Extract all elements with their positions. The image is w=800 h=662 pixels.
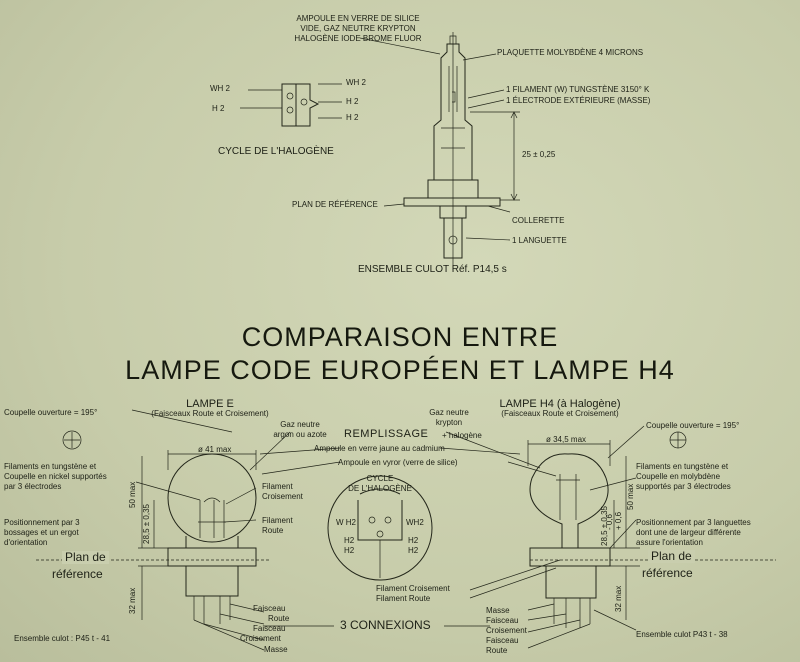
lamp-e-filaments-2: Coupelle en nickel supportés (4, 472, 107, 481)
lamp-h4-dim-06: + 0,6 (614, 511, 623, 530)
h2-right-label-b: H 2 (346, 113, 359, 122)
lamp-e-faisceau-1: Faisceau (253, 604, 286, 613)
filament-label: 1 FILAMENT (W) TUNGSTÈNE 3150° K (506, 85, 650, 94)
lamp-e-filament-route-2: Route (262, 526, 284, 535)
lamp-h4-filaments-2: Coupelle en molybdène (636, 472, 721, 481)
ampoule-jaune-label: Ampoule en verre jaune au cadmium (314, 444, 445, 453)
lamp-h4-masse: Masse (486, 606, 510, 615)
center-filament-croisement: Filament Croisement (376, 584, 450, 593)
lamp-h4-diameter: ø 34,5 max (546, 435, 587, 444)
lamp-h4-faisceau-3: Faisceau (486, 636, 519, 645)
heading-line-1: COMPARAISON ENTRE (241, 322, 559, 352)
lamp-h4-dim-50: 50 max (626, 483, 635, 510)
lamp-h4-culot: Ensemble culot P43 t - 38 (636, 630, 728, 639)
lamp-h4-faisceau-4: Route (486, 646, 508, 655)
wh2-left-label: WH 2 (210, 84, 230, 93)
ampoule-label-1: AMPOULE EN VERRE DE SILICE (296, 14, 420, 23)
lamp-h4-dim-06b: - 0,6 (605, 513, 614, 530)
cycle-title: CYCLE DE L'HALOGÈNE (218, 146, 334, 157)
languette-label: 1 LANGUETTE (512, 236, 567, 245)
remplissage-label: REMPLISSAGE (344, 428, 429, 440)
gaz-neutre-left-1: Gaz neutre (280, 420, 320, 429)
lamp-h4-coupelle: Coupelle ouverture = 195° (646, 421, 740, 430)
cycle-h2-b: H2 (344, 546, 355, 555)
top-bulb-figure (359, 32, 520, 270)
wh2-right-label: WH 2 (346, 78, 366, 87)
center-filament-route: Filament Route (376, 594, 431, 603)
lamp-e-masse: Masse (264, 645, 288, 654)
lamp-h4-faisceau-1: Faisceau (486, 616, 519, 625)
lamp-e-plan-1: Plan de (62, 551, 109, 564)
lamp-e-filaments-1: Filaments en tungstène et (4, 462, 97, 471)
lamp-e-faisceau-3: Faisceau (253, 624, 286, 633)
lamp-e-filament-croisement-1: Filament (262, 482, 293, 491)
connexions-label: 3 CONNEXIONS (340, 618, 431, 632)
lamp-e-subtitle: (Faisceaux Route et Croisement) (151, 409, 269, 418)
lamp-e-filament-route-1: Filament (262, 516, 293, 525)
plan-reference-label: PLAN DE RÉFÉRENCE (292, 200, 378, 209)
ampoule-label-2: VIDE, GAZ NEUTRE KRYPTON (300, 24, 416, 33)
ampoule-vycor-label: Ampoule en vyror (verre de silice) (338, 458, 458, 467)
collerette-label: COLLERETTE (512, 216, 565, 225)
lamp-e-diameter: ø 41 max (198, 445, 232, 454)
lamp-e-positionnement-1: Positionnement par 3 (4, 518, 80, 527)
plaquette-label: PLAQUETTE MOLYBDÈNE 4 MICRONS (497, 48, 644, 57)
lamp-h4-plan-1: Plan de (648, 550, 695, 563)
lamp-h4-faisceau-2: Croisement (486, 626, 527, 635)
lamp-h4-subtitle: (Faisceaux Route et Croisement) (501, 409, 619, 418)
cycle-h2-d: H2 (408, 546, 419, 555)
lamp-e-dim-28: 28,5 ± 0,35 (142, 504, 151, 544)
lamp-h4-dim-32: 32 max (614, 585, 623, 612)
electrode-label: 1 ÉLECTRODE EXTÉRIEURE (MASSE) (506, 96, 651, 105)
cycle-h2-a: H2 (344, 536, 355, 545)
cycle-title-2: DE L'HALOGÈNE (348, 484, 412, 493)
lamp-e-faisceau-2: Route (268, 614, 290, 623)
lamp-e-faisceau-4: Croisement (240, 634, 281, 643)
lamp-e-positionnement-2: bossages et un ergot (4, 528, 79, 537)
lamp-h4-title: LAMPE H4 (à Halogène) (499, 398, 621, 410)
lamp-e-culot: Ensemble culot : P45 t - 41 (14, 634, 111, 643)
lamp-e-plan-2: référence (52, 567, 103, 581)
lamp-e-title: LAMPE E (186, 398, 234, 410)
halogene-label: + halogène (442, 431, 482, 440)
cycle-title-1: CYCLE (366, 474, 394, 483)
lamp-h4-positionnement-2: dont une de largeur différente (636, 528, 741, 537)
dimension-25-label: 25 ± 0,25 (522, 150, 556, 159)
lamp-e-dim-32: 32 max (128, 587, 137, 614)
h2-left-label: H 2 (212, 104, 225, 113)
center-cycle-figure (249, 431, 561, 627)
gaz-neutre-right-1: Gaz neutre (429, 408, 469, 417)
lamp-h4-plan-2: référence (642, 566, 693, 580)
gaz-neutre-left-2: argon ou azote (273, 430, 327, 439)
lamp-h4-positionnement-1: Positionnement par 3 languettes (636, 518, 751, 527)
cycle-wh2: WH2 (406, 518, 424, 527)
lamp-h4-filaments-1: Filaments en tungstène et (636, 462, 729, 471)
lamp-e-filament-croisement-2: Croisement (262, 492, 303, 501)
lamp-e-dim-50: 50 max (128, 481, 137, 508)
top-cycle-figure (240, 83, 342, 127)
ampoule-label-3: HALOGÈNE IODE BROME FLUOR (294, 34, 422, 43)
lamp-h4-positionnement-3: assure l'orientation (636, 538, 703, 547)
culot-label: ENSEMBLE CULOT Réf. P14,5 s (358, 264, 507, 275)
lamp-e-filaments-3: par 3 électrodes (4, 482, 62, 491)
gaz-neutre-right-2: krypton (435, 418, 463, 427)
lamp-e-coupelle: Coupelle ouverture = 195° (4, 408, 98, 417)
lamp-h4-figure (527, 425, 776, 649)
cycle-h2-c: H2 (408, 536, 419, 545)
cycle-w-h2: W H2 (336, 518, 356, 527)
heading-line-2: LAMPE CODE EUROPÉEN ET LAMPE H4 (125, 355, 675, 385)
lamp-e-figure (36, 409, 270, 651)
lamp-h4-filaments-3: supportés par 3 électrodes (636, 482, 731, 491)
lamp-e-positionnement-3: d'orientation (4, 538, 48, 547)
h2-right-label-a: H 2 (346, 97, 359, 106)
